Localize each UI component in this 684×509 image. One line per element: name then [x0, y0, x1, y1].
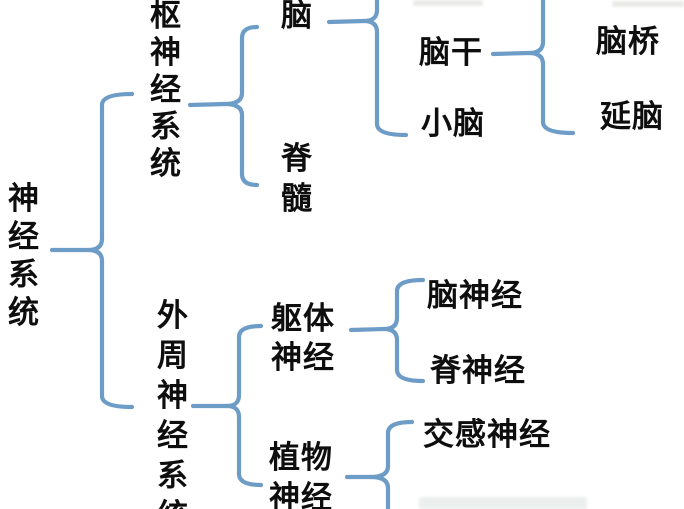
- brace-autonomic-children: [368, 419, 415, 509]
- brace-brainstem-children: [526, 0, 576, 136]
- brace-somatic-children: [381, 277, 426, 384]
- node-brain: 脑: [281, 0, 313, 33]
- cut-off-text-remnant-top-right: [612, 1, 684, 7]
- node-autonomic-nerves: 植物神经: [269, 440, 333, 509]
- cut-off-text-remnant-top-left: [413, 0, 483, 6]
- node-cranial-nerves: 脑神经: [427, 278, 523, 313]
- node-sympathetic-nerves: 交感神经: [423, 417, 551, 452]
- node-pons: 脑桥: [596, 24, 660, 59]
- brace-brain-children: [361, 0, 409, 138]
- node-medulla: 延脑: [600, 99, 664, 134]
- node-brainstem: 脑干: [419, 35, 483, 70]
- node-spinal-cord: 脊髓: [281, 141, 313, 216]
- brace-cns-children: [222, 24, 260, 188]
- node-cerebellum: 小脑: [421, 106, 485, 141]
- connector-cns: [187, 101, 228, 108]
- connector-somatic: [348, 326, 387, 333]
- connector-brainstem: [490, 50, 532, 57]
- node-central-nervous-system: 枢神经系统: [150, 0, 182, 181]
- node-somatic-nerves: 躯体神经: [271, 301, 335, 375]
- brace-root-children: [85, 91, 135, 410]
- node-spinal-nerves: 脊神经: [430, 353, 526, 388]
- node-nervous-system: 神经系统: [8, 181, 40, 330]
- node-peripheral-nervous-system: 外周神经系统: [157, 298, 189, 509]
- connector-brain: [326, 18, 367, 25]
- brace-pns-children: [224, 323, 264, 488]
- cut-off-text-remnant-bottom: [419, 497, 587, 509]
